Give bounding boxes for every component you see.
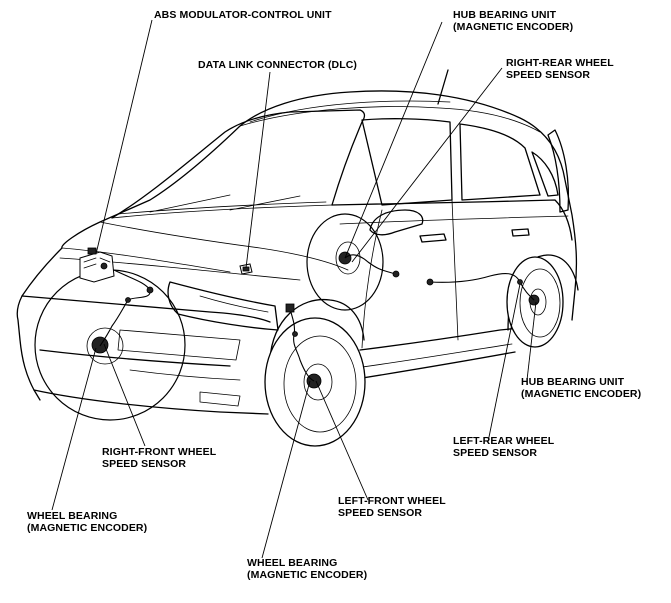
right-rear-wheel-circle xyxy=(306,213,384,311)
leader-lines xyxy=(51,19,537,559)
car-body xyxy=(16,69,579,415)
left-rear-wheel xyxy=(506,256,564,348)
label-data-link-connector: DATA LINK CONNECTOR (DLC) xyxy=(198,59,358,71)
label-hub-bearing-unit-top: HUB BEARING UNIT (MAGNETIC ENCODER) xyxy=(453,9,574,33)
left-front-wheel xyxy=(264,317,366,447)
label-left-front-wheel-speed-sensor: LEFT-FRONT WHEEL SPEED SENSOR xyxy=(338,495,446,519)
right-front-wheel-circle xyxy=(34,269,186,421)
label-abs-modulator-control-unit: ABS MODULATOR-CONTROL UNIT xyxy=(154,9,332,21)
label-wheel-bearing-left: WHEEL BEARING (MAGNETIC ENCODER) xyxy=(27,510,148,534)
abs-modulator-unit xyxy=(79,247,115,283)
label-left-rear-wheel-speed-sensor: LEFT-REAR WHEEL SPEED SENSOR xyxy=(453,435,555,459)
label-right-front-wheel-speed-sensor: RIGHT-FRONT WHEEL SPEED SENSOR xyxy=(102,446,217,470)
label-wheel-bearing-bottom: WHEEL BEARING (MAGNETIC ENCODER) xyxy=(247,557,368,581)
sensor-wiring xyxy=(99,254,535,382)
label-hub-bearing-unit-right: HUB BEARING UNIT (MAGNETIC ENCODER) xyxy=(521,376,642,400)
label-right-rear-wheel-speed-sensor: RIGHT-REAR WHEEL SPEED SENSOR xyxy=(506,57,614,81)
